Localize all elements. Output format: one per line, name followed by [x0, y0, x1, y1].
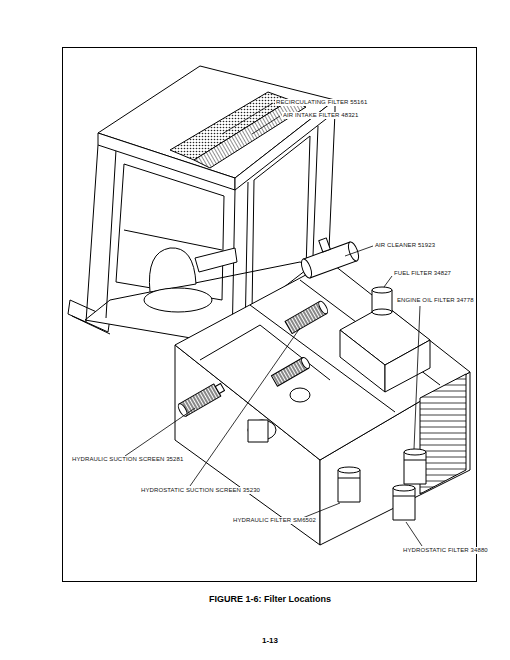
filter-label: HYDRAULIC FILTER SM6502: [232, 517, 317, 524]
filter-label: HYDROSTATIC FILTER 34880: [402, 547, 489, 554]
filter-label: AIR INTAKE FILTER 48321: [282, 112, 359, 119]
screen-label: HYDRAULIC SUCTION SCREEN 35281: [71, 456, 184, 463]
page-number: 1-13: [262, 636, 278, 645]
figure-caption: FIGURE 1-6: Filter Locations: [209, 594, 331, 604]
leader-lines: [125, 103, 422, 546]
filter-label: AIR CLEANER 51923: [374, 242, 436, 249]
machine-body: [175, 229, 470, 545]
filter-label: FUEL FILTER 34827: [393, 270, 452, 277]
filter-label: RECIRCULATING FILTER 55161: [275, 99, 368, 106]
figure-frame: [63, 48, 477, 582]
screen-label: HYDROSTATIC SUCTION SCREEN 35230: [140, 487, 261, 494]
filter-label: ENGINE OIL FILTER 34778: [396, 297, 475, 304]
